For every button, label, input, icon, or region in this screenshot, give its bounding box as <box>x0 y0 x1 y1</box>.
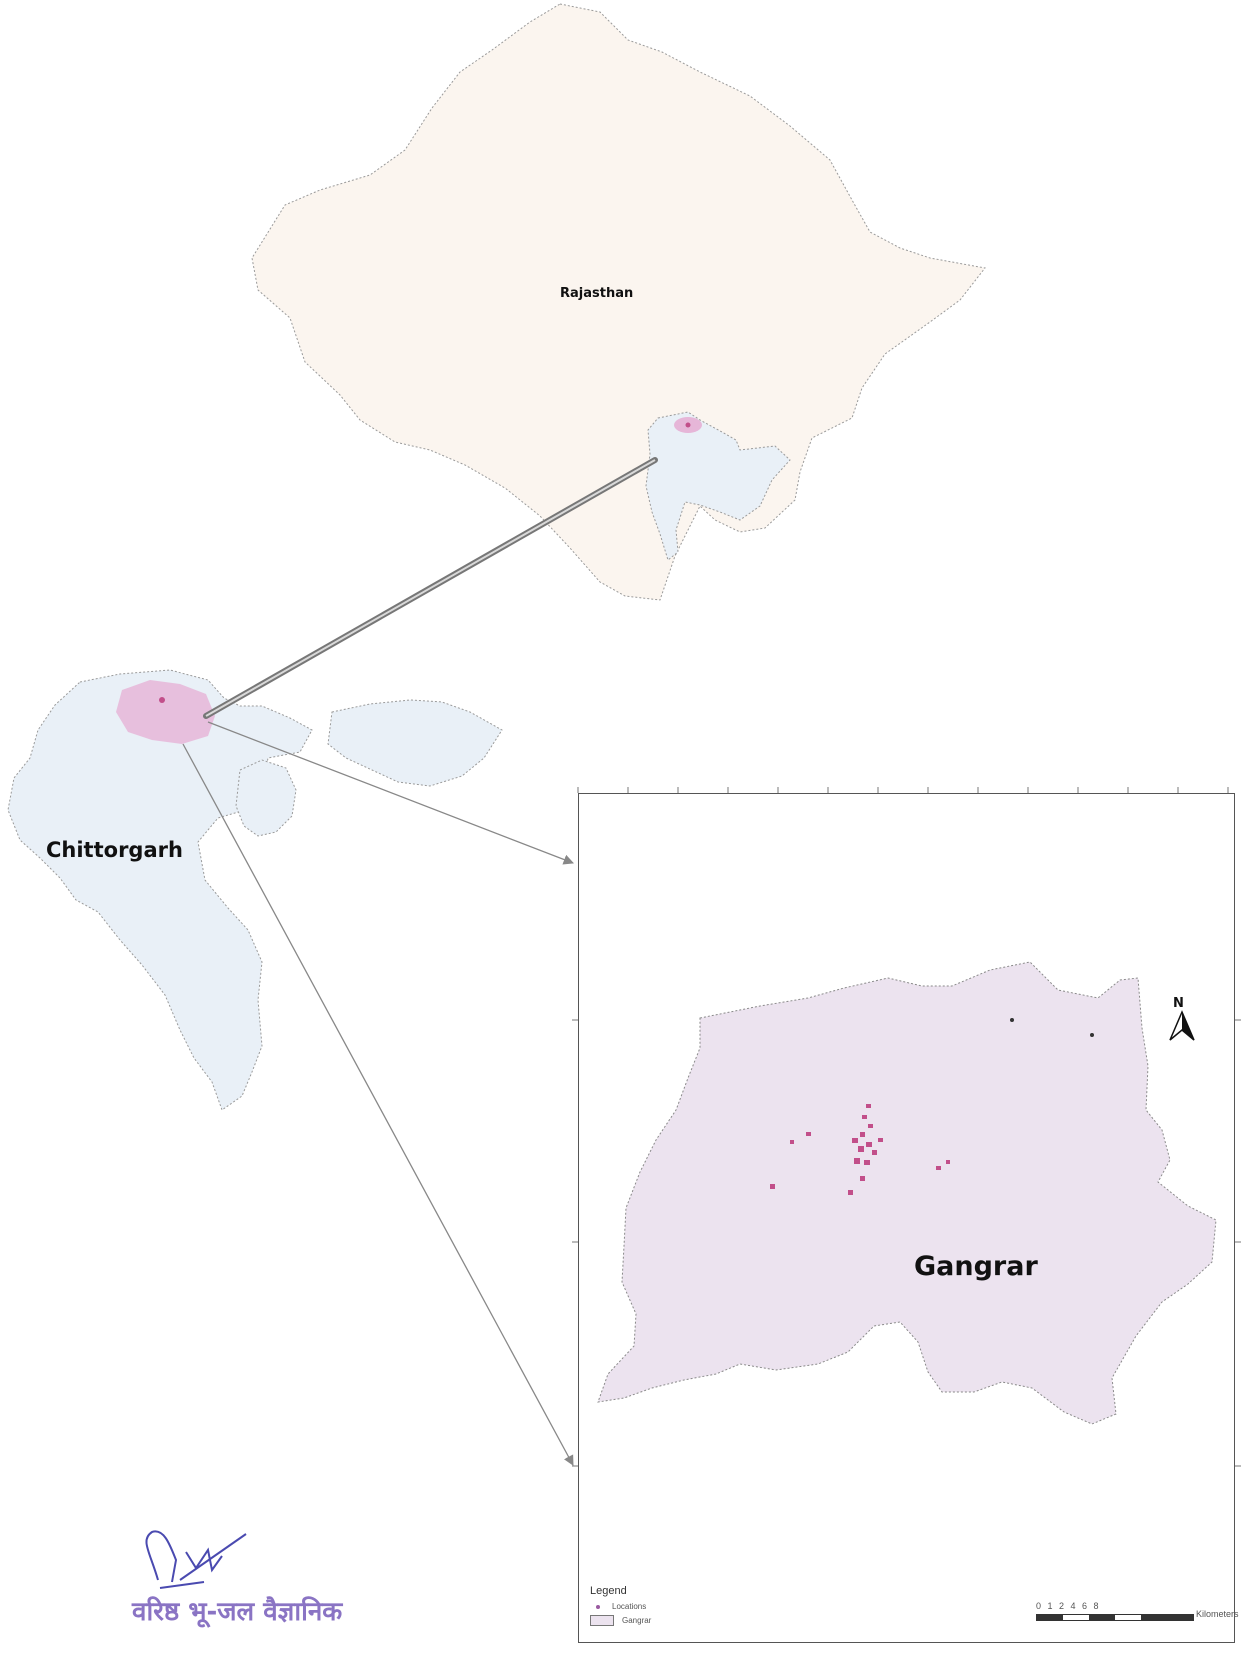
map-frame-ticks <box>572 787 1241 1467</box>
map-artifact-dot <box>1010 1018 1014 1022</box>
legend-item-locations: Locations <box>590 1602 646 1611</box>
map-artifact-dot <box>1090 1033 1094 1037</box>
chittorgarh-central-shape <box>235 759 297 837</box>
chittorgarh-east-shape <box>327 699 503 787</box>
chittorgarh-district-shapes <box>7 669 503 1111</box>
location-dot-icon <box>596 1604 600 1609</box>
arrow-to-gangrar-map-top <box>207 721 574 865</box>
legend-item-label: Locations <box>612 1602 647 1611</box>
scale-bar <box>1036 1614 1194 1621</box>
gangrar-in-chittorgarh-highlight <box>116 680 215 744</box>
arrow-to-gangrar-map-bottom <box>182 743 574 1466</box>
legend-title: Legend <box>590 1585 627 1597</box>
chittorgarh-in-rajasthan-shape <box>645 411 791 561</box>
north-arrow-icon <box>1169 1010 1195 1041</box>
connector-rajasthan-to-chittorgarh-inner <box>205 459 656 717</box>
rajasthan-label: Rajasthan <box>560 286 634 301</box>
gangrar-block-shape <box>597 961 1217 1425</box>
rajasthan-state-shape <box>251 3 986 601</box>
gangrar-in-rajasthan-dot <box>685 422 691 428</box>
chittorgarh-label: Chittorgarh <box>46 838 183 862</box>
scale-bar-ticks: 0 1 2 4 6 8 <box>1036 1601 1099 1611</box>
official-stamp: वरिष्ठ भू-जल वैज्ञानिक <box>132 1597 343 1627</box>
area-swatch-icon <box>590 1615 614 1626</box>
gangrar-label: Gangrar <box>914 1251 1038 1282</box>
gangrar-in-chittorgarh-dot <box>159 697 165 703</box>
chittorgarh-main-shape <box>7 669 313 1111</box>
handwritten-signature <box>145 1530 247 1589</box>
legend-item-gangrar: Gangrar <box>590 1615 651 1626</box>
location-points <box>770 1104 950 1195</box>
scale-bar-unit: Kilometers <box>1196 1609 1239 1619</box>
legend-item-label: Gangrar <box>622 1616 652 1625</box>
north-label: N <box>1173 996 1184 1011</box>
gangrar-map-frame <box>578 793 1235 1643</box>
